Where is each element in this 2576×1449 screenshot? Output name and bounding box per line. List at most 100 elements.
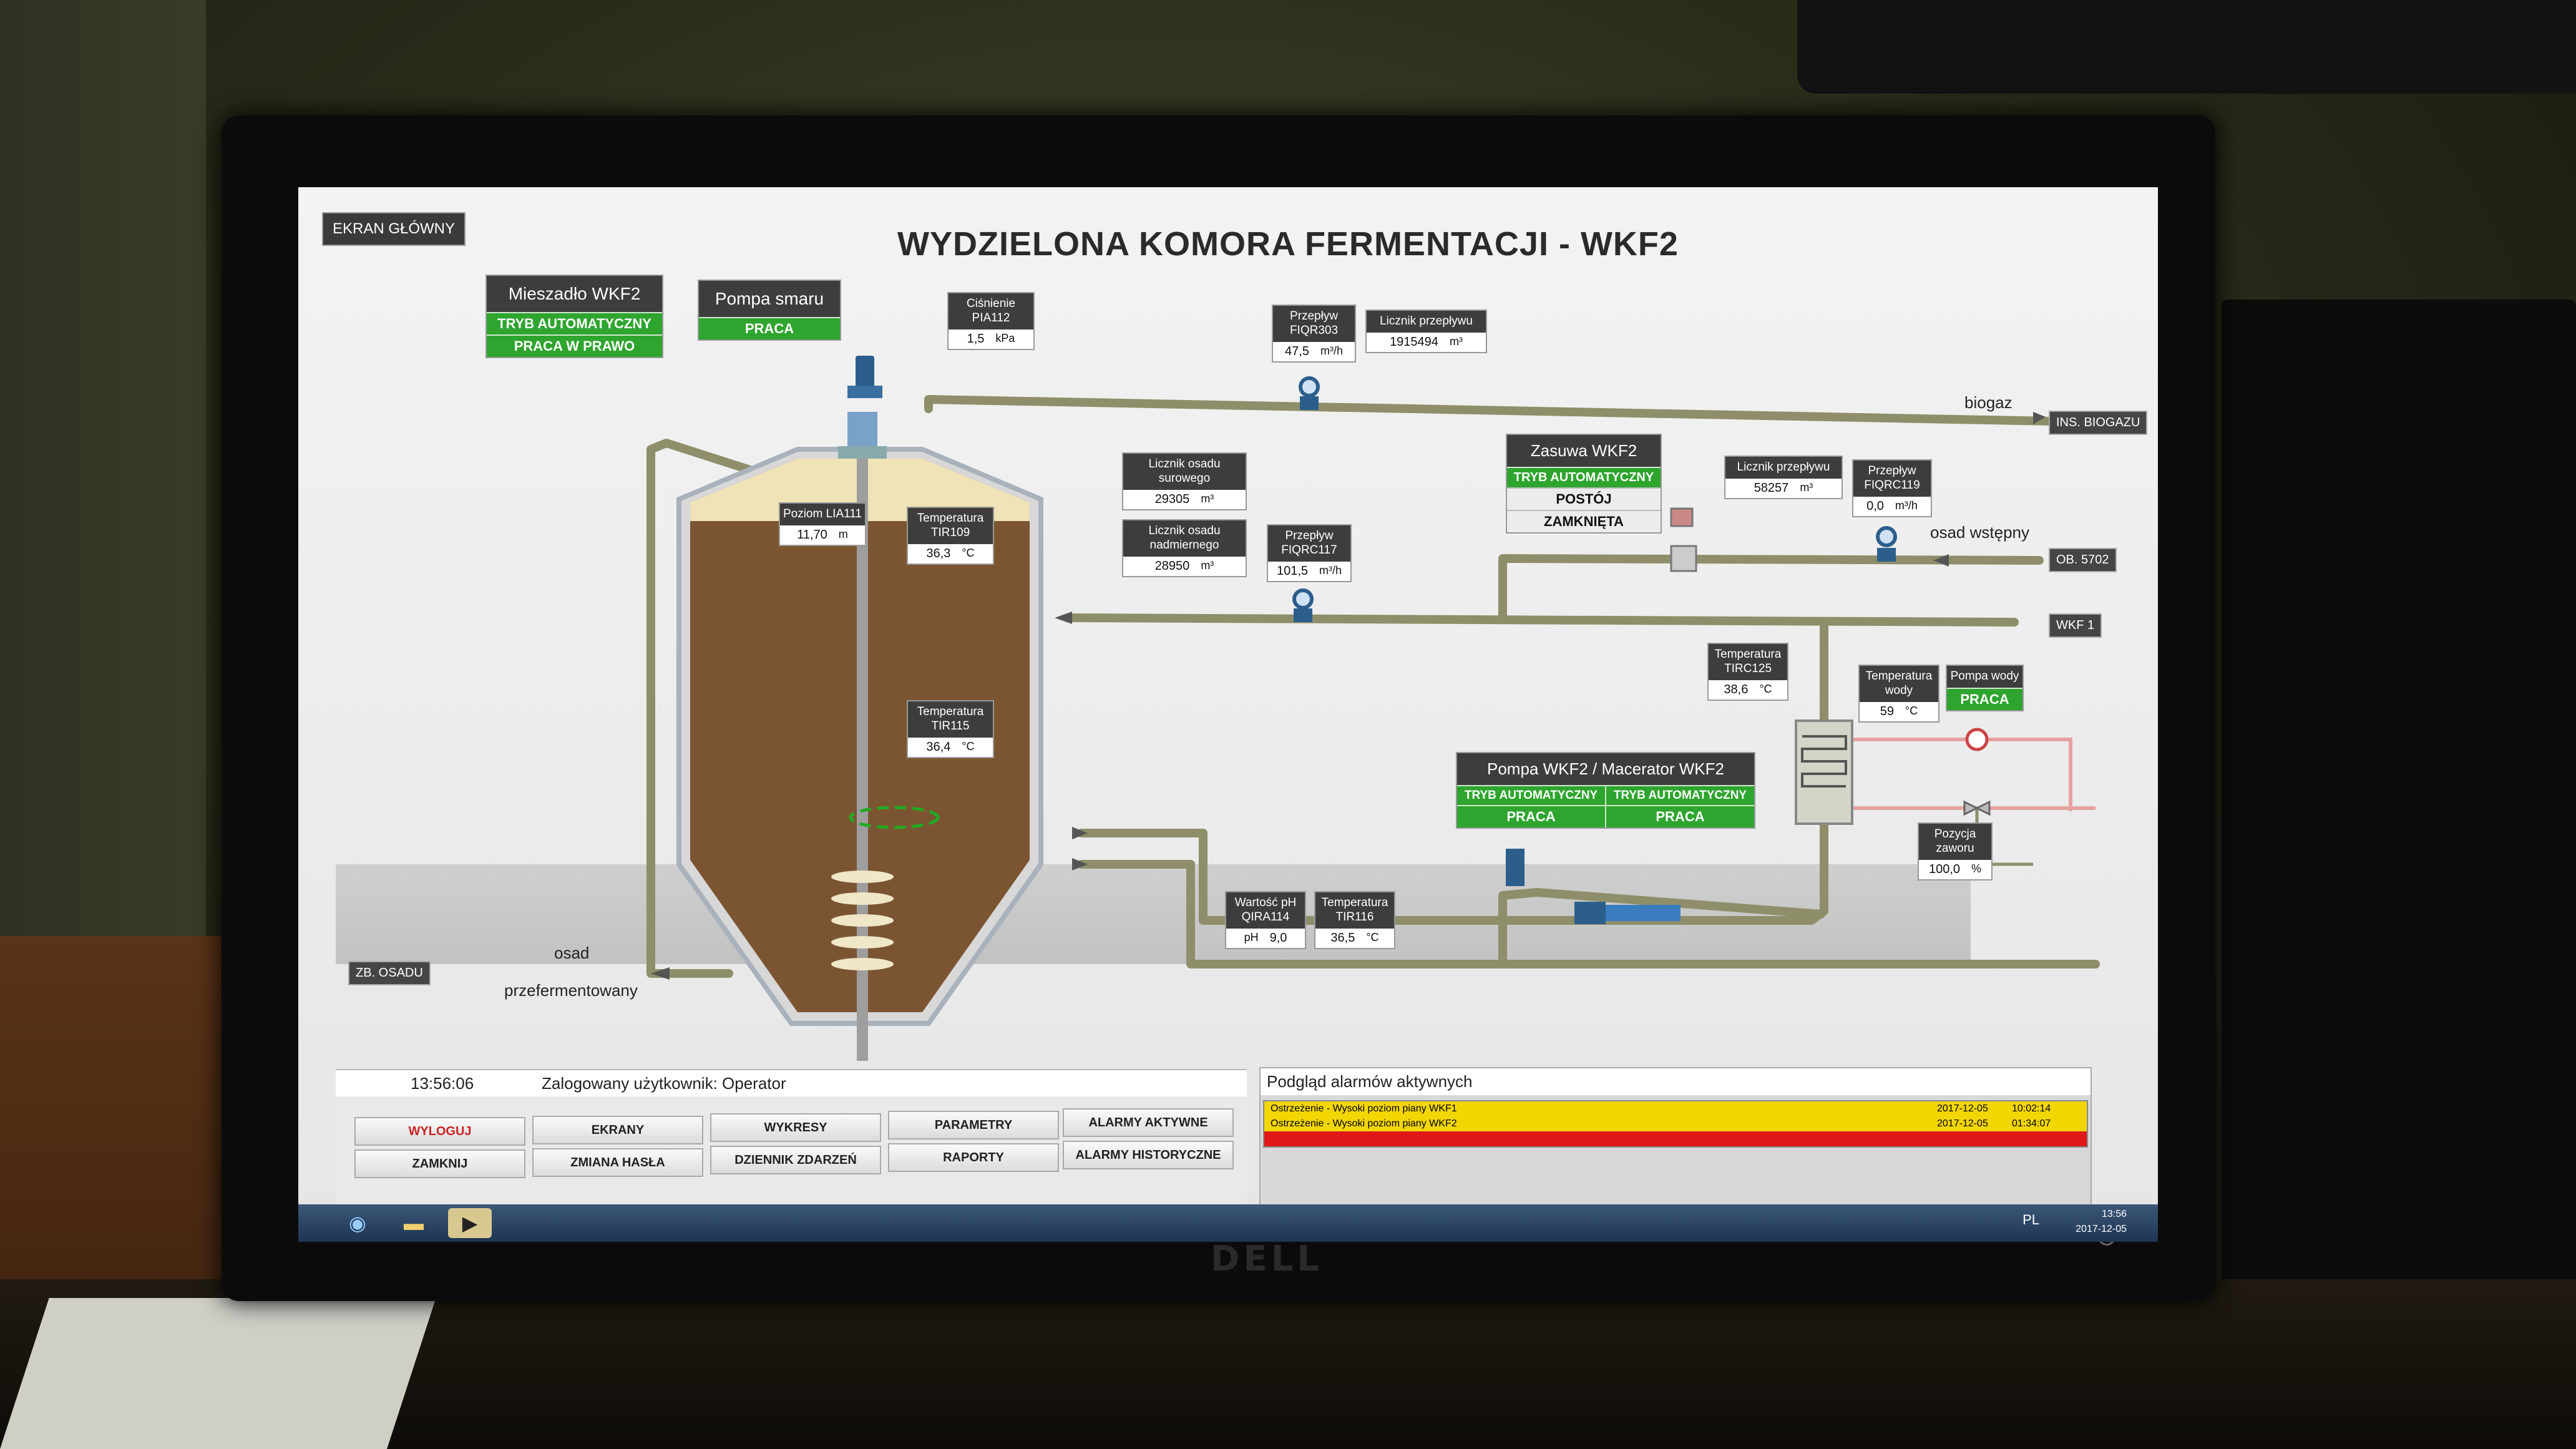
flowmeter-119-icon [1876, 526, 1897, 562]
explorer-icon[interactable]: ▬ [404, 1211, 424, 1234]
level-unit: m [838, 527, 848, 540]
pump-macerator-panel[interactable]: Pompa WKF2 / Macerator WKF2 TRYB AUTOMAT… [1456, 752, 1755, 829]
pump-motor-icon [1506, 849, 1681, 924]
water-pump-state: PRACA [1947, 687, 2022, 710]
flow-119-unit: m³/h [1895, 499, 1918, 512]
grease-pump-label: Pompa smaru [699, 281, 840, 317]
temp-109-value: 36,3 [926, 546, 951, 560]
close-button[interactable]: ZAMKNIJ [354, 1149, 525, 1178]
gate-panel[interactable]: Zasuwa WKF2 TRYB AUTOMATYCZNY POSTÓJ ZAM… [1506, 434, 1662, 534]
pressure-unit: kPa [995, 331, 1015, 344]
arrow-icon [1055, 612, 1072, 624]
alarm-row[interactable] [1264, 1131, 2087, 1146]
valve-position-unit: % [1971, 862, 1982, 875]
ground-area [336, 864, 1971, 964]
alarm-time: 01:34:07 [2012, 1118, 2051, 1129]
clock[interactable]: 13:56 2017-12-05 [2076, 1207, 2127, 1237]
mixer-mode: TRYB AUTOMATYCZNY [487, 311, 662, 334]
arrow-icon [651, 967, 670, 980]
water-pump-panel[interactable]: Pompa wody PRACA [1946, 665, 2024, 711]
screens-button[interactable]: EKRANY [532, 1116, 703, 1144]
excess-counter-value: 28950 [1154, 559, 1190, 573]
temp-115-unit: °C [962, 739, 975, 753]
temp-109-unit: °C [962, 546, 975, 559]
temp-115-label: Temperatura TIR115 [908, 701, 993, 738]
alarm-time [2012, 1131, 2087, 1146]
temp-125-unit: °C [1759, 682, 1772, 695]
alarm-history-button[interactable]: ALARMY HISTORYCZNE [1063, 1141, 1234, 1169]
level-value: 11,70 [797, 527, 827, 542]
ph-value: 9,0 [1269, 930, 1287, 945]
gate-valve-icon [1670, 507, 1697, 572]
active-alarms-button[interactable]: ALARMY AKTYWNE [1063, 1108, 1234, 1137]
status-time: 13:56:06 [411, 1074, 474, 1093]
gate-position: ZAMKNIĘTA [1507, 510, 1661, 533]
clock-time: 13:56 [2101, 1209, 2127, 1219]
gate-state: POSTÓJ [1507, 487, 1661, 510]
event-log-button[interactable]: DZIENNIK ZDARZEŃ [710, 1146, 881, 1174]
logout-button[interactable]: WYLOGUJ [354, 1117, 525, 1146]
temp-125-panel: Temperatura TIRC125 38,6°C [1707, 643, 1788, 701]
alarm-message: Ostrzeżenie - Wysoki poziom piany WKF1 [1271, 1103, 1457, 1114]
temp-109-panel: Temperatura TIR109 36,3 °C [907, 507, 994, 565]
mixer-rotation-icon [849, 806, 940, 829]
flow-counter-label: Licznik przepływu [1367, 311, 1486, 333]
temp-116-value: 36,5 [1330, 930, 1355, 945]
scada-screen: EKRAN GŁÓWNY WYDZIELONA KOMORA FERMENTAC… [298, 187, 2158, 1242]
alarm-message [1271, 1131, 1937, 1146]
reports-button[interactable]: RAPORTY [888, 1143, 1059, 1172]
temp-125-label: Temperatura TIRC125 [1709, 644, 1787, 680]
raw-counter-unit: m³ [1201, 492, 1214, 505]
valve-position-value: 100,0 [1928, 862, 1961, 876]
change-password-button[interactable]: ZMIANA HASŁA [532, 1148, 703, 1177]
water-pump-icon [1965, 728, 1989, 751]
valve-position-label: Pozycja zaworu [1919, 824, 1991, 860]
arrow-icon [1933, 554, 1949, 567]
charts-button[interactable]: WYKRESY [710, 1113, 881, 1142]
control-valve-icon [1963, 800, 1991, 816]
temp-109-label: Temperatura TIR109 [908, 508, 993, 544]
water-temp-panel: Temperatura wody 59°C [1858, 665, 1939, 723]
valve-position-panel: Pozycja zaworu 100,0% [1918, 822, 1993, 881]
flow-117-label: Przepływ FIQRC117 [1268, 525, 1350, 562]
wkf1-tag[interactable]: WKF 1 [2049, 613, 2102, 638]
excess-counter-unit: m³ [1201, 559, 1214, 572]
flow-303-value: 47,5 [1285, 344, 1309, 358]
auger-icon [831, 871, 894, 970]
pressure-label: Ciśnienie PIA112 [949, 293, 1033, 329]
tray-language[interactable]: PL [2022, 1212, 2039, 1227]
macerator-state: PRACA [1606, 805, 1754, 828]
home-screen-button[interactable]: EKRAN GŁÓWNY [322, 212, 466, 246]
water-pump-label: Pompa wody [1947, 666, 2022, 688]
ob-tag[interactable]: OB. 5702 [2049, 548, 2117, 572]
biogas-pipe [924, 395, 2056, 426]
start-button-icon[interactable]: ◉ [349, 1212, 366, 1234]
status-user: Zalogowany użytkownik: Operator [542, 1074, 786, 1093]
grease-pump-panel[interactable]: Pompa smaru PRACA [698, 280, 841, 341]
gate-label: Zasuwa WKF2 [1507, 435, 1661, 467]
scada-app-icon[interactable]: ▶ [448, 1208, 492, 1238]
arrow-icon [1072, 858, 1088, 871]
alarms-title: Podgląd alarmów aktywnych [1261, 1068, 2091, 1095]
water-temp-label: Temperatura wody [1860, 666, 1938, 702]
screen-background [298, 187, 2158, 1242]
digested-sludge-label-1: osad [554, 944, 590, 962]
flow-counter-value: 1915494 [1390, 334, 1438, 349]
heat-exchanger-icon [1795, 720, 1853, 825]
flow-counter2-unit: m³ [1800, 481, 1813, 494]
sludge-tank-tag[interactable]: ZB. OSADU [348, 961, 431, 985]
ph-prefix: pH [1244, 930, 1259, 944]
parameters-button[interactable]: PARAMETRY [888, 1111, 1059, 1139]
flow-303-unit: m³/h [1320, 344, 1343, 357]
biogas-tag[interactable]: INS. BIOGAZU [2049, 411, 2148, 435]
clock-date: 2017-12-05 [2076, 1224, 2127, 1234]
mixer-panel[interactable]: Mieszadło WKF2 TRYB AUTOMATYCZNY PRACA W… [485, 275, 663, 358]
